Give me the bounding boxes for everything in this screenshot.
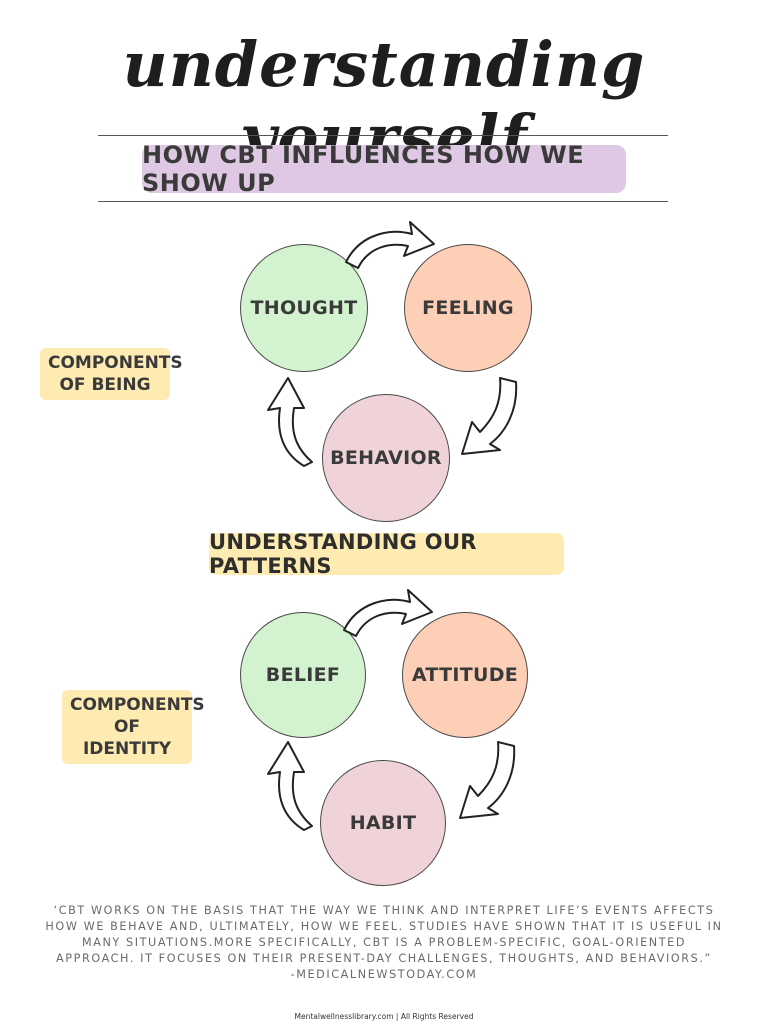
tag-line-2: OF BEING [59, 375, 151, 395]
tag-line-1: COMPONENTS [70, 695, 205, 715]
habit-node: HABIT [320, 760, 446, 886]
curved-arrow-right-icon [343, 589, 433, 637]
divider-bottom [98, 201, 668, 202]
curved-arrow-up-icon [267, 741, 313, 831]
behavior-node: BEHAVIOR [322, 394, 450, 522]
curved-arrow-right-icon [345, 221, 435, 269]
quote-source: -MEDICALNEWSTODAY.COM [290, 968, 478, 981]
curved-arrow-up-icon [267, 377, 313, 467]
curved-arrow-down-icon [459, 741, 516, 819]
thought-node: THOUGHT [240, 244, 368, 372]
attitude-node: ATTITUDE [402, 612, 528, 738]
quote-block: ‘CBT WORKS ON THE BASIS THAT THE WAY WE … [40, 903, 728, 983]
tag-line-2: OF IDENTITY [82, 717, 172, 759]
components-of-identity-tag: COMPONENTS OF IDENTITY [62, 690, 205, 764]
quote-text: ‘CBT WORKS ON THE BASIS THAT THE WAY WE … [45, 904, 723, 965]
footer-credit: Mentalwellnesslibrary.com | All Rights R… [294, 1012, 474, 1021]
page-title: understanding yourself [122, 28, 646, 174]
tag-line-1: COMPONENTS [48, 353, 183, 373]
components-of-being-tag: COMPONENTS OF BEING [40, 348, 183, 400]
section-heading: UNDERSTANDING OUR PATTERNS [209, 530, 564, 578]
curved-arrow-down-icon [461, 377, 518, 455]
subtitle-banner: HOW CBT INFLUENCES HOW WE SHOW UP [142, 141, 626, 197]
belief-node: BELIEF [240, 612, 366, 738]
feeling-node: FEELING [404, 244, 532, 372]
divider-top [98, 135, 668, 136]
